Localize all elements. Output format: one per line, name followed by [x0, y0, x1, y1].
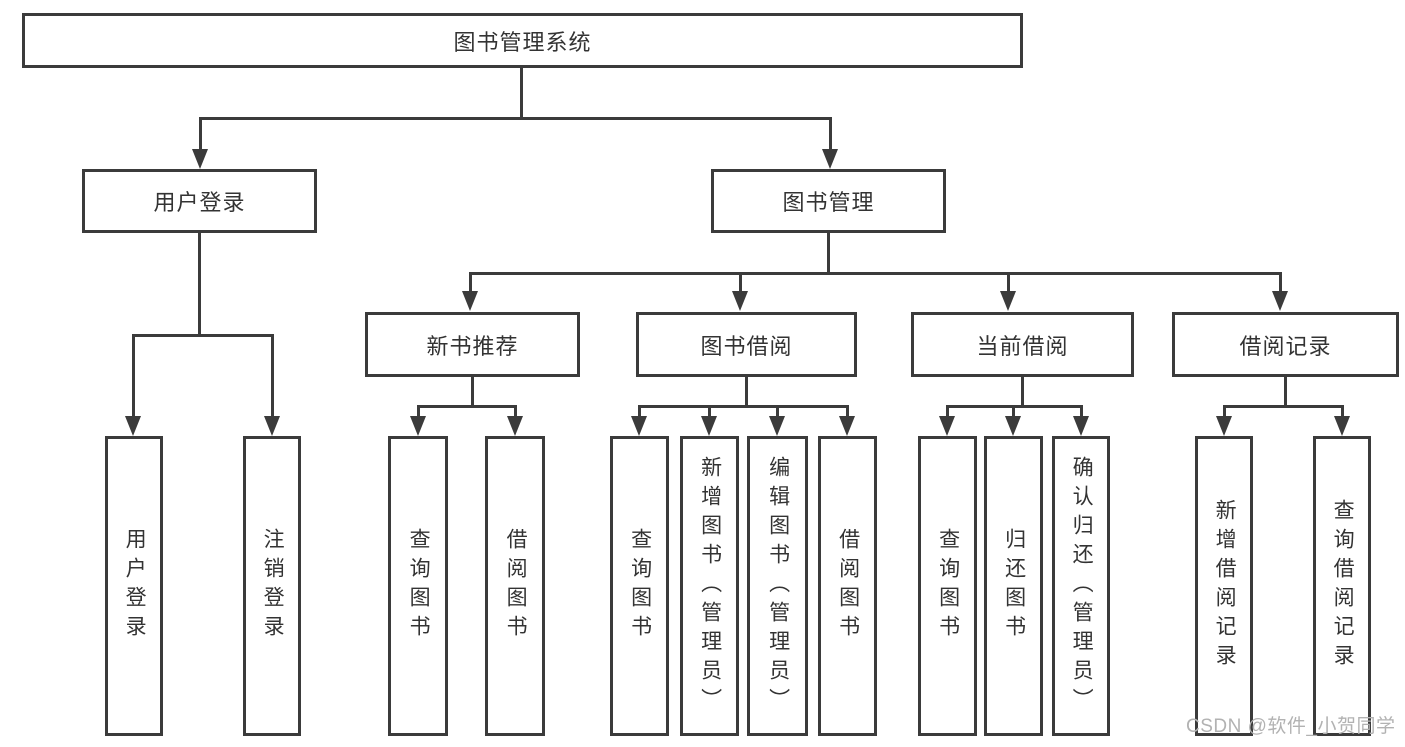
arrow-down-icon: [1216, 416, 1232, 436]
node-book-management: 图书管理: [711, 169, 946, 233]
arrow-down-icon: [1005, 416, 1021, 436]
connector-borrow-record-trunk: [1284, 377, 1287, 408]
node-label: 图书管理: [782, 190, 875, 215]
leaf-label: 注销登录: [261, 528, 285, 644]
connector-stem-leaf: [846, 405, 849, 419]
arrow-down-icon: [192, 149, 208, 169]
leaf-query-borrow-record: 查询借阅记录: [1313, 436, 1371, 736]
connector-stem-leaf: [708, 405, 711, 419]
connector-root-trunk: [520, 68, 523, 118]
arrow-down-icon: [1000, 291, 1016, 311]
leaf-label: 新增图书（管理员）: [698, 455, 722, 717]
connector-user-login-bus: [132, 334, 274, 337]
leaf-confirm-return-admin: 确认归还（管理员）: [1052, 436, 1110, 736]
connector-user-login-trunk: [198, 233, 201, 336]
connector-stem-leaf: [1012, 405, 1015, 419]
connector-stem-user-login: [199, 117, 202, 151]
node-label: 用户登录: [153, 190, 246, 215]
arrow-down-icon: [1334, 416, 1350, 436]
arrow-down-icon: [769, 416, 785, 436]
leaf-borrow-book: 借阅图书: [818, 436, 877, 736]
connector-book-management-trunk: [827, 233, 830, 275]
arrow-down-icon: [839, 416, 855, 436]
connector-stem-current-borrow: [1007, 272, 1010, 294]
node-label: 图书借阅: [700, 333, 793, 359]
node-book-borrow: 图书借阅: [636, 312, 857, 377]
leaf-label: 确认归还（管理员）: [1070, 455, 1094, 717]
connector-stem-book-management: [829, 117, 832, 151]
connector-stem-leaf: [946, 405, 949, 419]
arrow-down-icon: [264, 416, 280, 436]
leaf-logout: 注销登录: [243, 436, 301, 736]
arrow-down-icon: [631, 416, 647, 436]
node-label: 借阅记录: [1239, 333, 1332, 359]
csdn-watermark: CSDN @软件_小贺同学: [1186, 716, 1396, 737]
connector-level2-bus: [199, 117, 832, 120]
leaf-user-login: 用户登录: [105, 436, 163, 736]
arrow-down-icon: [507, 416, 523, 436]
arrow-down-icon: [939, 416, 955, 436]
connector-stem-leaf: [417, 405, 420, 419]
leaf-label: 用户登录: [123, 528, 147, 644]
connector-current-borrow-trunk: [1021, 377, 1024, 408]
leaf-label: 借阅图书: [504, 528, 528, 644]
connector-borrow-record-bus: [1223, 405, 1343, 408]
leaf-query-book-borrow: 查询图书: [610, 436, 669, 736]
arrow-down-icon: [701, 416, 717, 436]
connector-stem-leaf: [638, 405, 641, 419]
connector-stem-new-book: [469, 272, 472, 294]
leaf-borrow-book-recommend: 借阅图书: [485, 436, 545, 736]
node-new-book-recommend: 新书推荐: [365, 312, 580, 377]
leaf-label: 查询借阅记录: [1331, 499, 1355, 673]
connector-stem-leaf: [1223, 405, 1226, 419]
arrow-down-icon: [410, 416, 426, 436]
node-label: 图书管理系统: [453, 29, 592, 55]
connector-book-borrow-trunk: [745, 377, 748, 408]
leaf-label: 查询图书: [407, 528, 431, 644]
leaf-add-borrow-record: 新增借阅记录: [1195, 436, 1253, 736]
arrow-down-icon: [462, 291, 478, 311]
connector-stem-borrow-record: [1279, 272, 1282, 294]
leaf-label: 借阅图书: [836, 528, 860, 644]
leaf-edit-book-admin: 编辑图书（管理员）: [747, 436, 808, 736]
leaf-query-book-current: 查询图书: [918, 436, 977, 736]
leaf-query-book-recommend: 查询图书: [388, 436, 448, 736]
arrow-down-icon: [125, 416, 141, 436]
node-user-login: 用户登录: [82, 169, 317, 233]
connector-stem-leaf: [514, 405, 517, 419]
connector-stem-book-borrow: [739, 272, 742, 294]
arrow-down-icon: [1073, 416, 1089, 436]
connector-new-book-trunk: [471, 377, 474, 408]
leaf-add-book-admin: 新增图书（管理员）: [680, 436, 739, 736]
node-current-borrow: 当前借阅: [911, 312, 1134, 377]
connector-new-book-bus: [417, 405, 517, 408]
arrow-down-icon: [822, 149, 838, 169]
leaf-label: 归还图书: [1002, 528, 1026, 644]
arrow-down-icon: [732, 291, 748, 311]
node-library-system: 图书管理系统: [22, 13, 1023, 68]
node-label: 当前借阅: [976, 333, 1069, 359]
node-label: 新书推荐: [426, 333, 519, 359]
leaf-return-book: 归还图书: [984, 436, 1043, 736]
connector-level3-bus: [469, 272, 1282, 275]
leaf-label: 新增借阅记录: [1213, 499, 1237, 673]
connector-stem-leaf: [1341, 405, 1344, 419]
leaf-label: 编辑图书（管理员）: [766, 455, 790, 717]
connector-book-borrow-bus: [638, 405, 849, 408]
connector-stem-leaf: [271, 334, 274, 418]
connector-stem-leaf: [132, 334, 135, 418]
connector-stem-leaf: [1080, 405, 1083, 419]
arrow-down-icon: [1272, 291, 1288, 311]
connector-stem-leaf: [776, 405, 779, 419]
leaf-label: 查询图书: [628, 528, 652, 644]
leaf-label: 查询图书: [936, 528, 960, 644]
node-borrow-record: 借阅记录: [1172, 312, 1399, 377]
